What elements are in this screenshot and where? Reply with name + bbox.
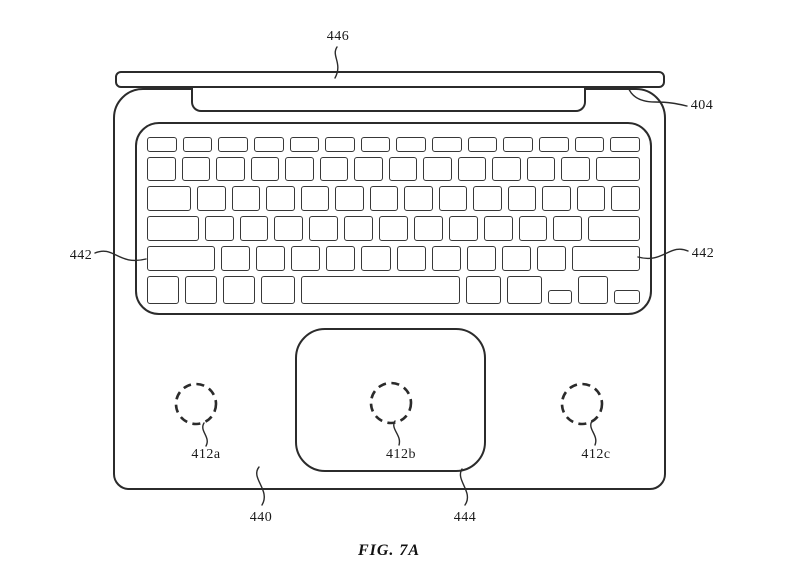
keyboard-key [507,186,537,212]
keyboard-key [147,186,192,212]
keyboard-key [526,156,555,182]
keyboard-key [301,275,460,304]
keyboard-key [256,245,286,271]
ref-label-446: 446 [326,29,350,44]
keyboard-key [185,275,218,304]
keyboard-key [423,156,452,182]
keyboard-key [231,186,261,212]
keyboard-key [197,186,226,212]
keyboard-key [574,137,605,152]
keyboard-key [291,245,321,271]
keyboard-key [354,156,383,182]
keyboard-key [413,216,443,241]
ref-label-412b: 412b [386,447,416,462]
keyboard-key [261,275,296,304]
keyboard-key [309,216,339,241]
keyboard-key [361,245,391,271]
keyboard-key [344,216,374,241]
keyboard-key [216,156,245,182]
keyboard-row-shift-row [147,245,640,271]
keyboard-rows [147,137,641,304]
keyboard-key [250,156,279,182]
keyboard-key [181,156,210,182]
keyboard-key [325,137,355,152]
keyboard-row-tab-row [147,186,640,212]
keyboard-row-home-row [147,216,641,241]
ref-label-442-left: 442 [69,248,93,263]
keyboard-key [536,245,566,271]
ref-label-444: 444 [453,510,477,525]
keyboard-key [539,137,569,152]
keyboard-key [610,137,640,152]
ref-label-412a: 412a [191,447,221,462]
keyboard-key [542,186,571,212]
keyboard-key [576,186,606,212]
keyboard-well [135,122,652,315]
keyboard-key [335,186,364,212]
keyboard-key [360,137,391,152]
keyboard-key [218,137,248,152]
keyboard-key [432,137,462,152]
keyboard-key [369,186,399,212]
keyboard-key [571,245,640,271]
keyboard-key [223,275,256,304]
keyboard-key [588,216,641,241]
keyboard-row-bottom-row [147,275,640,304]
keyboard-key [285,156,314,182]
keyboard-key [553,216,583,241]
keyboard-key [501,245,531,271]
keyboard-key [518,216,548,241]
keyboard-key [204,216,234,241]
keyboard-key [503,137,534,152]
ref-label-442-right: 442 [691,246,715,261]
keyboard-key [457,156,486,182]
keyboard-key [595,156,640,182]
keyboard-key-half [548,290,572,304]
figure-caption: FIG. 7A [357,542,421,559]
keyboard-key [266,186,295,212]
keyboard-key [577,275,609,304]
keyboard-row-function-row [147,137,640,152]
keyboard-key [182,137,213,152]
keyboard-key [506,275,543,304]
keyboard-key [388,156,417,182]
keyboard-key [431,245,461,271]
keyboard-key [465,275,501,304]
keyboard-key [448,216,478,241]
keyboard-key [300,186,330,212]
keyboard-key [147,137,177,152]
keyboard-key [611,186,640,212]
keyboard-key [326,245,356,271]
keyboard-key [221,245,251,271]
keyboard-key [379,216,408,241]
keyboard-key [147,245,216,271]
ref-label-412c: 412c [581,447,611,462]
keyboard-key [438,186,468,212]
keyboard-key [147,275,180,304]
keyboard-key [274,216,304,241]
keyboard-key [147,216,199,241]
keyboard-key [466,245,496,271]
keyboard-key [473,186,502,212]
keyboard-key [561,156,590,182]
keyboard-key-half [614,290,640,304]
keyboard-key [396,245,426,271]
ref-label-440: 440 [249,510,273,525]
keyboard-key [147,156,176,182]
keyboard-key [404,186,433,212]
keyboard-key [467,137,498,152]
keyboard-key [239,216,269,241]
display-lid-edge [115,71,665,88]
keyboard-key [253,137,284,152]
keyboard-key [289,137,320,152]
keyboard-key [396,137,427,152]
keyboard-row-number-row [147,156,640,182]
keyboard-key [492,156,521,182]
keyboard-key [319,156,348,182]
ref-label-404: 404 [690,98,714,113]
keyboard-key [483,216,513,241]
